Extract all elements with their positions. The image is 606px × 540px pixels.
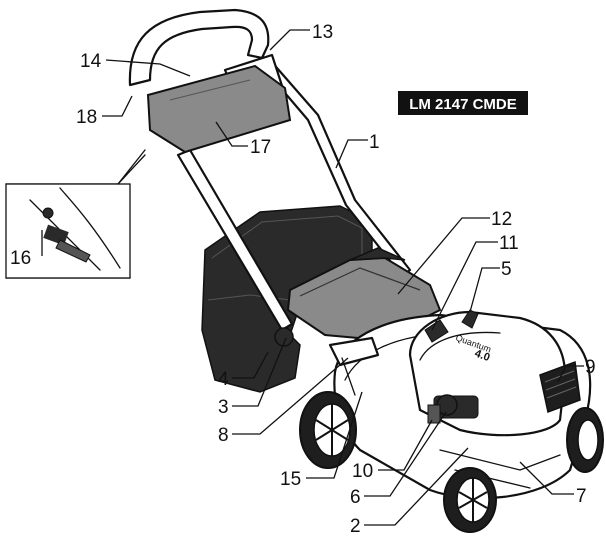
callout-4: 4 [218, 369, 229, 390]
rear-left-wheel [299, 391, 357, 469]
air-filter [539, 360, 581, 414]
inset-detail [5, 149, 146, 279]
callout-16: 16 [10, 248, 31, 269]
callout-6: 6 [350, 487, 361, 508]
callout-1: 1 [369, 132, 380, 153]
callout-10: 10 [352, 461, 373, 482]
callout-18: 18 [76, 107, 97, 128]
callout-12: 12 [491, 209, 512, 230]
callout-17: 17 [250, 137, 271, 158]
cutting-height-knob [274, 327, 294, 347]
callout-2: 2 [350, 516, 361, 537]
callout-9: 9 [585, 357, 596, 378]
model-label: LM 2147 CMDE [409, 96, 517, 113]
model-badge: LM 2147 CMDE [398, 91, 528, 115]
front-left-wheel [443, 467, 497, 533]
callout-labels: 1 2 3 4 5 6 7 8 9 10 11 12 13 14 15 16 1… [10, 22, 596, 537]
callout-13: 13 [312, 22, 333, 43]
height-adjust-lever [328, 336, 380, 396]
callout-15: 15 [280, 469, 301, 490]
oil-filler [427, 404, 441, 424]
callout-14: 14 [80, 51, 102, 72]
callout-7: 7 [576, 486, 587, 507]
engine: Quantum 4.0 [408, 309, 581, 437]
handle-panel [146, 64, 292, 154]
engine-size-label: 4.0 [473, 348, 491, 365]
leader-lines [41, 29, 584, 526]
spark-plug [461, 309, 479, 329]
callout-5: 5 [501, 259, 512, 280]
callout-3: 3 [218, 397, 229, 418]
front-right-wheel [566, 407, 604, 473]
callout-11: 11 [499, 233, 519, 254]
callout-8: 8 [218, 425, 229, 446]
